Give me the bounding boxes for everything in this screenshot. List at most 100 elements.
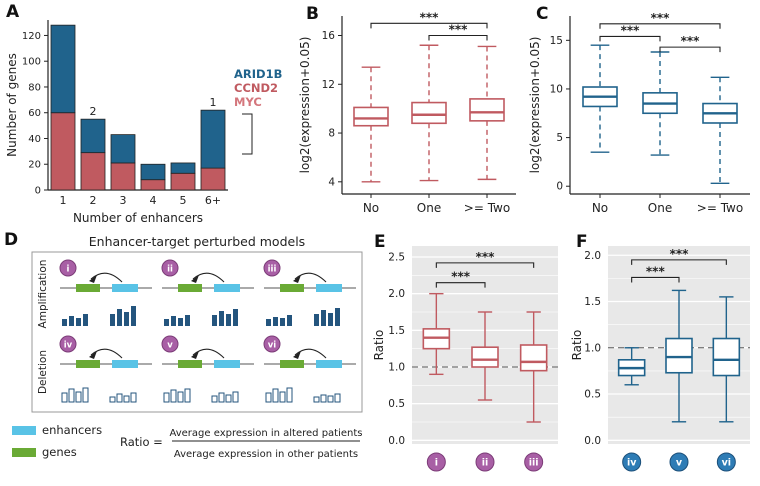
x-tick-label: 2 bbox=[90, 194, 97, 207]
mini-bar-v-left bbox=[184, 388, 191, 403]
enhancer-box bbox=[316, 360, 342, 368]
bar-annotation: 1 bbox=[210, 96, 217, 109]
mini-bar-i-left bbox=[83, 314, 88, 326]
mini-bar-vi-right bbox=[320, 394, 327, 403]
y-tick-label: 1.0 bbox=[584, 342, 601, 354]
significance-stars: *** bbox=[646, 264, 666, 278]
mini-bar-ii-right bbox=[212, 315, 217, 326]
gene-box bbox=[178, 284, 202, 292]
significance-bracket bbox=[631, 276, 680, 283]
gene-box bbox=[76, 360, 100, 368]
box-v bbox=[665, 337, 693, 374]
x-tick-label: No bbox=[363, 201, 379, 215]
y-tick-label: 0.5 bbox=[584, 389, 601, 401]
significance-bracket bbox=[435, 262, 535, 268]
model-circle-iv bbox=[59, 335, 77, 353]
y-axis-label: Ratio bbox=[570, 330, 584, 361]
mini-bar-i-right bbox=[131, 306, 136, 326]
svg-text:iv: iv bbox=[627, 458, 637, 469]
model-circle-vi bbox=[263, 335, 281, 353]
mini-bar-v-left bbox=[177, 391, 184, 403]
svg-text:iv: iv bbox=[64, 341, 73, 351]
legend-swatch-genes bbox=[12, 448, 36, 457]
arrow-head bbox=[293, 275, 301, 283]
panel-label-f: F bbox=[576, 232, 588, 252]
mini-bar-vi-right bbox=[327, 395, 334, 403]
bar-3-lower-segment bbox=[110, 162, 136, 191]
x-label-circle-ii bbox=[475, 452, 495, 472]
y-axis-label: log2(expression+0.05) bbox=[528, 37, 542, 174]
gene-box bbox=[280, 360, 304, 368]
legend-bracket bbox=[242, 113, 253, 155]
mini-bar-iii-right bbox=[321, 310, 326, 326]
mini-bar-iii-left bbox=[287, 315, 292, 326]
enhancer-box bbox=[316, 284, 342, 292]
bar-6+-upper-segment bbox=[200, 109, 226, 169]
y-tick-label: 15 bbox=[550, 35, 563, 47]
significance-bracket bbox=[599, 35, 661, 42]
x-tick-label: One bbox=[648, 201, 672, 215]
y-tick-label: 8 bbox=[328, 128, 335, 140]
significance-bracket bbox=[599, 23, 721, 29]
mini-bar-ii-right bbox=[219, 311, 224, 326]
svg-text:ii: ii bbox=[167, 265, 173, 275]
significance-stars: *** bbox=[670, 247, 690, 261]
gene-box bbox=[76, 284, 100, 292]
enhancer-box bbox=[214, 360, 240, 368]
panel-label-b: B bbox=[306, 4, 319, 24]
box-vi bbox=[712, 337, 741, 377]
box-iii bbox=[519, 344, 548, 372]
arrow-head bbox=[89, 275, 97, 283]
box-ii bbox=[471, 346, 499, 368]
x-label-circle-iii bbox=[524, 452, 544, 472]
y-tick-label: 16 bbox=[322, 30, 336, 42]
enhancer-box bbox=[112, 360, 138, 368]
mini-bar-v-right bbox=[211, 395, 218, 403]
mini-bar-vi-left bbox=[286, 387, 293, 403]
panel-label-e: E bbox=[374, 232, 386, 252]
regulation-arrow bbox=[192, 272, 225, 283]
bar-1-upper-segment bbox=[50, 24, 76, 114]
bar-6+-lower-segment bbox=[200, 167, 226, 191]
bar-5-lower-segment bbox=[170, 172, 196, 191]
significance-stars: *** bbox=[449, 23, 469, 37]
x-tick-label: >= Two bbox=[464, 201, 510, 215]
bar-1-lower-segment bbox=[50, 112, 76, 191]
mini-bar-vi-left bbox=[279, 391, 286, 403]
mini-bar-iii-right bbox=[335, 308, 340, 326]
legend-label-genes: genes bbox=[42, 445, 77, 459]
significance-bracket bbox=[428, 34, 488, 41]
bar-annotation: 2 bbox=[90, 105, 97, 118]
mini-bar-iii-left bbox=[280, 318, 285, 326]
mini-bar-v-right bbox=[225, 394, 232, 403]
svg-text:iii: iii bbox=[268, 265, 277, 275]
legend-label-enhancers: enhancers bbox=[42, 423, 102, 437]
model-circle-ii bbox=[161, 259, 179, 277]
mini-bar-vi-left bbox=[265, 392, 272, 403]
significance-stars: *** bbox=[681, 34, 701, 48]
panel-label-d: D bbox=[4, 230, 19, 250]
ratio-formula-lhs: Ratio = bbox=[120, 435, 163, 449]
legend-swatch-enhancers bbox=[12, 426, 36, 435]
diagram-border bbox=[31, 251, 363, 413]
y-tick-label: 1.0 bbox=[388, 362, 405, 374]
panel-label-c: C bbox=[536, 4, 549, 24]
mini-bar-iii-right bbox=[328, 313, 333, 326]
x-tick-label: 5 bbox=[180, 194, 187, 207]
x-tick-label: 4 bbox=[150, 194, 157, 207]
y-tick-label: 2.5 bbox=[388, 252, 405, 264]
arrow-head bbox=[293, 351, 301, 359]
svg-text:vi: vi bbox=[268, 341, 277, 351]
x-tick-label: >= Two bbox=[697, 201, 743, 215]
bar-2-lower-segment bbox=[80, 152, 106, 191]
y-tick-label: 60 bbox=[28, 108, 41, 119]
significance-stars: *** bbox=[476, 250, 496, 264]
y-tick-label: 10 bbox=[550, 83, 563, 95]
box-One bbox=[411, 101, 447, 125]
